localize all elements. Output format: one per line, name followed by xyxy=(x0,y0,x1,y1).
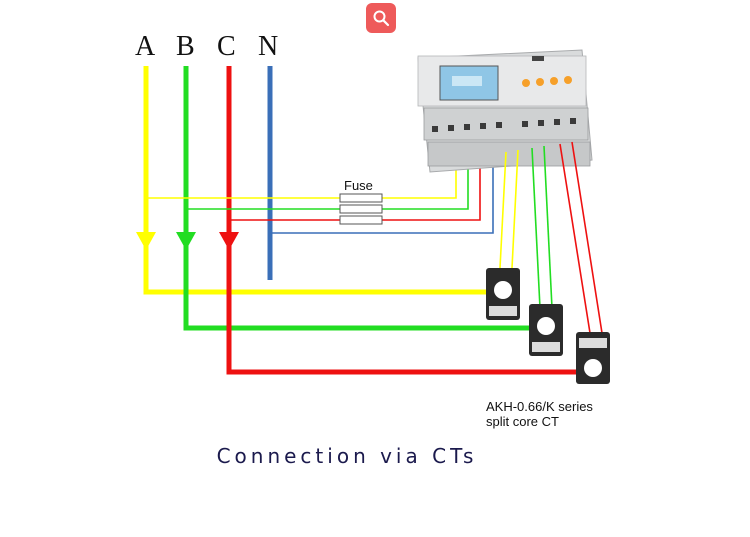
phase-label-b: B xyxy=(176,31,195,62)
ct-wires xyxy=(499,141,603,334)
phase-label-n: N xyxy=(258,31,278,62)
ct-label-line2: split core CT xyxy=(486,414,559,429)
ct-phase-b xyxy=(529,304,563,356)
ct-phase-c xyxy=(576,332,610,384)
meter-button xyxy=(522,79,530,87)
phase-label-a: A xyxy=(135,31,156,62)
bus-b xyxy=(176,66,530,331)
voltage-taps xyxy=(146,160,494,234)
ct-label-line1: AKH-0.66/K series xyxy=(486,399,593,414)
phase-label-c: C xyxy=(217,31,236,62)
meter-button xyxy=(564,76,572,84)
fuse-label: Fuse xyxy=(344,178,373,193)
diagram-caption: Connection via CTs xyxy=(216,444,478,468)
meter-button xyxy=(550,77,558,85)
search-button[interactable] xyxy=(366,3,396,33)
fuses xyxy=(339,193,383,225)
meter-button xyxy=(536,78,544,86)
bus-c xyxy=(219,66,577,375)
energy-meter xyxy=(417,49,593,173)
bus-a xyxy=(136,66,487,295)
ct-phase-a xyxy=(486,268,520,320)
search-icon xyxy=(373,10,390,27)
